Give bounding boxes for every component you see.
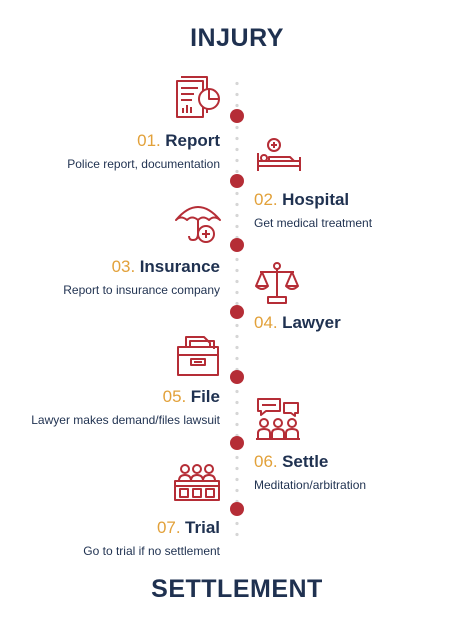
file-box-icon (174, 333, 222, 377)
report-document-icon (172, 75, 222, 121)
timeline-dot-3 (230, 238, 244, 252)
step-name: File (190, 387, 220, 406)
step-settle: 06. Settle Meditation/arbitration (254, 453, 366, 492)
step-description: Get medical treatment (254, 216, 373, 230)
step-trial: 07. Trial Go to trial if no settlement (83, 519, 220, 558)
step-report: 01. Report Police report, documentation (67, 132, 220, 171)
scales-of-justice-icon (254, 261, 300, 305)
step-description: Go to trial if no settlement (83, 544, 220, 558)
step-name: Report (165, 131, 220, 150)
step-description: Lawyer makes demand/files lawsuit (31, 413, 220, 427)
step-number: 02. (254, 190, 278, 209)
timeline-dot-4 (230, 305, 244, 319)
timeline-dot-7 (230, 502, 244, 516)
step-description: Police report, documentation (67, 157, 220, 171)
jury-box-icon (172, 463, 222, 503)
hospital-bed-icon (254, 137, 304, 173)
timeline-dot-5 (230, 370, 244, 384)
step-number: 04. (254, 313, 278, 332)
step-number: 01. (137, 131, 161, 150)
page-title: INJURY (190, 24, 284, 52)
timeline-dot-6 (230, 436, 244, 450)
step-number: 06. (254, 452, 278, 471)
timeline-dot-2 (230, 174, 244, 188)
insurance-umbrella-icon (174, 200, 222, 246)
footer-title: SETTLEMENT (151, 575, 323, 603)
step-name: Trial (185, 518, 220, 537)
step-number: 07. (156, 518, 181, 537)
step-name: Insurance (139, 257, 220, 276)
step-lawyer: 04. Lawyer (254, 314, 341, 332)
meeting-chat-icon (254, 397, 302, 443)
step-file: 05. File Lawyer makes demand/files lawsu… (31, 388, 220, 427)
step-number: 03. (111, 257, 136, 276)
step-insurance: 03. Insurance Report to insurance compan… (63, 258, 220, 297)
step-description: Report to insurance company (63, 283, 220, 297)
step-name: Lawyer (282, 313, 341, 332)
step-hospital: 02. Hospital Get medical treatment (254, 191, 372, 230)
timeline-dot-1 (230, 109, 244, 123)
step-name: Settle (282, 452, 329, 471)
step-number: 05. (162, 387, 187, 406)
step-name: Hospital (282, 190, 350, 209)
step-description: Meditation/arbitration (254, 478, 367, 492)
